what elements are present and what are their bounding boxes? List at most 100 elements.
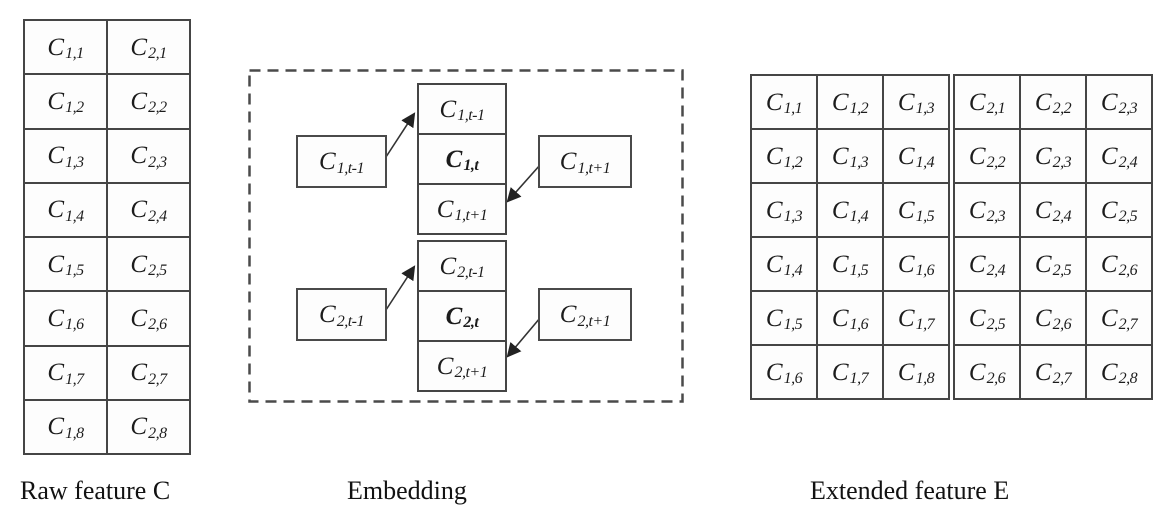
cell-base-symbol: C [47, 142, 65, 170]
cell-subscript: 1,1 [783, 100, 803, 117]
cell-subscript: 1,3 [849, 154, 869, 171]
cell-subscript: 2,6 [1118, 262, 1138, 279]
cell-base-symbol: C [47, 33, 65, 61]
cell-base-symbol: C [47, 304, 65, 332]
cell-base-symbol: C [1034, 196, 1052, 224]
cell-base-symbol: C [831, 142, 849, 170]
cell-subscript: 1,6 [783, 370, 803, 387]
cell-base-symbol: C [968, 304, 986, 332]
cell-base-symbol: C [831, 250, 849, 278]
cell-base-symbol: C [436, 195, 454, 223]
cell-base-symbol: C [1034, 250, 1052, 278]
cell-subscript: 1,4 [849, 208, 869, 225]
cell-subscript: 1,t [463, 157, 479, 174]
cell-subscript: 1,t-1 [336, 159, 365, 177]
cell-subscript: 1,1 [65, 45, 84, 63]
cell-base-symbol: C [897, 196, 915, 224]
embedding-dashed-box [248, 69, 684, 403]
cell-subscript: 1,3 [915, 100, 935, 117]
cell-subscript: 2,4 [1118, 154, 1138, 171]
arrow-group2-right [506, 317, 541, 358]
cell-subscript: 2,3 [148, 153, 167, 171]
cell-base-symbol: C [47, 87, 65, 115]
cell-base-symbol: C [559, 148, 577, 175]
cell-base-symbol: C [439, 252, 457, 280]
cell-subscript: 1,2 [65, 99, 84, 117]
cell-base-symbol: C [765, 304, 783, 332]
cell-subscript: 2,4 [148, 207, 167, 225]
arrow-group2-left [383, 265, 416, 314]
cell-subscript: 2,8 [1118, 370, 1138, 387]
cell-subscript: 2,t+1 [454, 364, 488, 381]
cell-base-symbol: C [319, 301, 336, 328]
cell-base-symbol: C [47, 196, 65, 224]
cell-subscript: 1,5 [783, 316, 803, 333]
cell-subscript: 1,3 [65, 153, 84, 171]
cell-base-symbol: C [1034, 142, 1052, 170]
cell-subscript: 2,6 [1052, 316, 1072, 333]
cell-subscript: 1,2 [783, 154, 803, 171]
cell-subscript: 2,3 [1052, 154, 1072, 171]
cell-base-symbol: C [130, 304, 148, 332]
cell-subscript: 2,7 [148, 370, 167, 388]
cell-base-symbol: C [765, 250, 783, 278]
cell-subscript: 1,2 [849, 100, 869, 117]
cell-subscript: 2,5 [1052, 262, 1072, 279]
cell-base-symbol: C [765, 196, 783, 224]
cell-subscript: 1,8 [65, 424, 84, 442]
cell-subscript: 1,4 [915, 154, 935, 171]
cell-base-symbol: C [765, 142, 783, 170]
cell-base-symbol: C [765, 358, 783, 386]
cell-base-symbol: C [1034, 358, 1052, 386]
cell-base-symbol: C [319, 148, 336, 175]
cell-base-symbol: C [130, 33, 148, 61]
cell-base-symbol: C [1100, 358, 1118, 386]
cell-base-symbol: C [130, 196, 148, 224]
cell-subscript: 1,7 [65, 370, 84, 388]
label-extended-feature: Extended feature E [810, 476, 1010, 505]
cell-subscript: 1,5 [915, 208, 935, 225]
cell-subscript: 2,6 [148, 316, 167, 334]
cell-subscript: 2,7 [1052, 370, 1072, 387]
cell-subscript: 2,4 [1052, 208, 1072, 225]
cell-base-symbol: C [831, 88, 849, 116]
cell-base-symbol: C [130, 87, 148, 115]
cell-subscript: 2,2 [986, 154, 1006, 171]
cell-base-symbol: C [1034, 304, 1052, 332]
cell-base-symbol: C [831, 358, 849, 386]
cell-base-symbol: C [897, 250, 915, 278]
